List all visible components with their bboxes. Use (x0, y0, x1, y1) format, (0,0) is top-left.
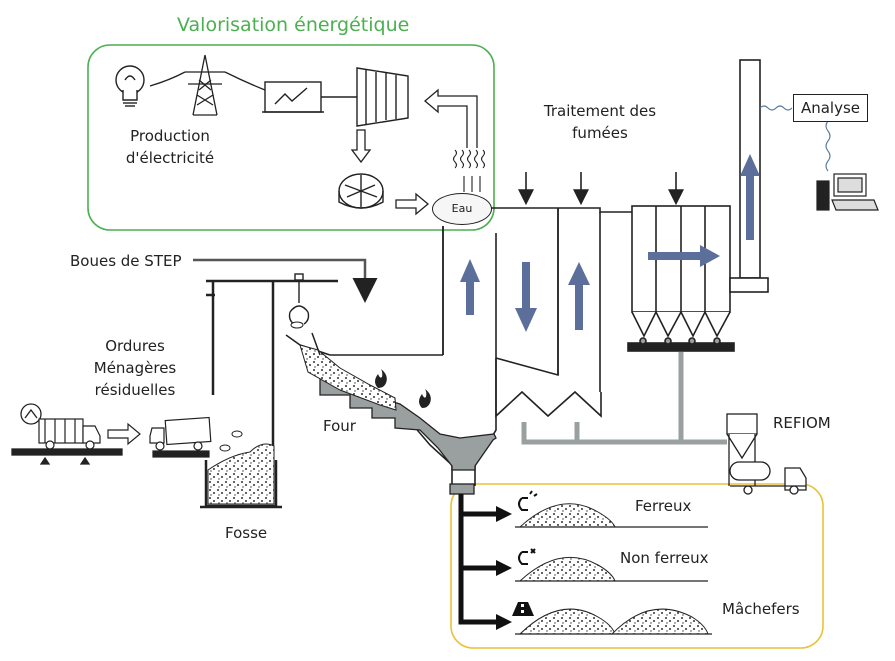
bunker (200, 460, 282, 509)
bag-filter (627, 205, 735, 352)
sludge-label: Boues de STEP (70, 252, 182, 270)
analyser-link (759, 105, 831, 172)
non-ferrous-label: Non ferreux (620, 549, 709, 567)
flue-treatment-label-line2: fumées (572, 124, 628, 142)
ferrous-pile (518, 503, 616, 528)
steam-return-arrow (423, 88, 478, 148)
production-label-line1: Production (130, 127, 210, 145)
refiom-label: REFIOM (773, 414, 831, 432)
waste-label-line2: Ménagères (93, 359, 177, 377)
pylon-icon (149, 54, 266, 116)
hopper-lip (285, 332, 321, 356)
waste-label-line1: Ordures (105, 337, 165, 355)
energy-recovery-box (87, 44, 495, 231)
bottom-ash-pile-1 (518, 608, 616, 635)
flue-treatment-label-line1: Traitement des (543, 102, 657, 120)
steam-icon (452, 149, 486, 192)
condenser-fan-icon (338, 173, 384, 209)
reagent-injection-arrows (518, 172, 684, 206)
falling-waste (219, 321, 304, 452)
bunker-waste (207, 443, 275, 505)
grab-claw-icon (288, 273, 310, 325)
analyser-box: Analyse (793, 94, 868, 122)
energy-recovery-title: Valorisation énergétique (177, 14, 410, 36)
ash-outlet (449, 483, 475, 495)
boiler-water: Eau (432, 193, 492, 225)
scale-icon (11, 403, 123, 465)
truck-advance-arrow (107, 422, 141, 446)
truck-unload-icon (149, 416, 212, 458)
magnet-icon (518, 490, 538, 511)
ferrous-label: Ferreux (635, 497, 692, 515)
bottom-ash-pile-2 (610, 608, 709, 635)
ash-discharge (458, 494, 500, 625)
turbine-to-condenser-arrow (350, 129, 372, 164)
byproducts-box (450, 483, 824, 649)
computer-icon (816, 173, 879, 211)
refiom-silo (726, 413, 807, 495)
eddy-magnet-icon (518, 548, 536, 565)
light-bulb-icon (115, 65, 145, 107)
truck-icon (38, 418, 101, 450)
waste-on-grate (299, 344, 397, 411)
bunker-label: Fosse (225, 524, 268, 542)
condenser-to-eau-arrow (395, 192, 430, 216)
road-icon (512, 602, 534, 616)
production-label-line2: d'électricité (125, 149, 215, 167)
flame-icon (375, 369, 431, 408)
non-ferrous-pile (518, 556, 616, 582)
bottom-ash-label: Mâchefers (722, 600, 800, 618)
refiom-pipes (521, 352, 727, 445)
ash-discharge-heads (496, 506, 512, 630)
turbine-icon (356, 67, 409, 127)
generator-icon (262, 81, 358, 113)
furnace-label: Four (323, 417, 356, 435)
sludge-feed-arrow (193, 258, 378, 303)
waste-label-line3: résiduelles (94, 381, 176, 399)
flue-gas-flow-arrows (460, 154, 760, 332)
